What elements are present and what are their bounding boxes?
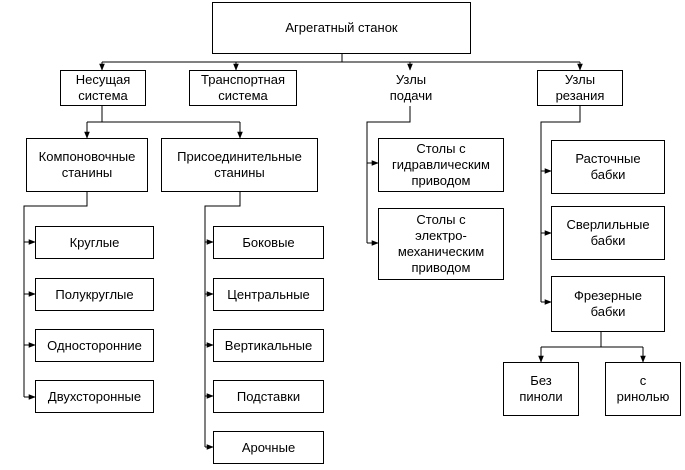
node-pris-child-2: Центральные	[213, 278, 324, 311]
node-transport-system: Транспортная система	[189, 70, 297, 106]
node-feed-hydraulic: Столы с гидравлическим приводом	[378, 138, 504, 192]
node-cutting-units: Узлы резания	[537, 70, 623, 106]
node-pris-child-3: Вертикальные	[213, 329, 324, 362]
node-mill-without-quill: Без пиноли	[503, 362, 579, 416]
cutting-connector	[540, 106, 581, 302]
node-komp-child-2: Полукруглые	[35, 278, 154, 311]
bearing-connector	[87, 106, 240, 123]
node-komp-child-1: Круглые	[35, 226, 154, 259]
root-connector	[102, 54, 580, 63]
komp-connector	[23, 192, 88, 397]
node-pris-child-1: Боковые	[213, 226, 324, 259]
pris-connector	[204, 192, 241, 447]
node-cut-milling: Фрезерные бабки	[551, 276, 665, 332]
feed-connector	[366, 106, 411, 243]
node-komp: Компоновочные станины	[26, 138, 148, 192]
node-pris-child-5: Арочные	[213, 431, 324, 464]
node-feed-electromech: Столы с электро- механическим приводом	[378, 208, 504, 280]
node-feed-units: Узлы подачи	[389, 72, 433, 103]
node-bearing-system: Несущая система	[60, 70, 146, 106]
node-komp-child-4: Двухсторонные	[35, 380, 154, 413]
node-pris-child-4: Подставки	[213, 380, 324, 413]
node-pris: Присоединительные станины	[161, 138, 318, 192]
node-root: Агрегатный станок	[212, 2, 471, 54]
milling-connector	[541, 332, 643, 348]
node-mill-with-quill: с pинолью	[605, 362, 681, 416]
node-cut-boring: Расточные бабки	[551, 140, 665, 194]
node-komp-child-3: Односторонние	[35, 329, 154, 362]
node-cut-drilling: Сверлильные бабки	[551, 206, 665, 260]
